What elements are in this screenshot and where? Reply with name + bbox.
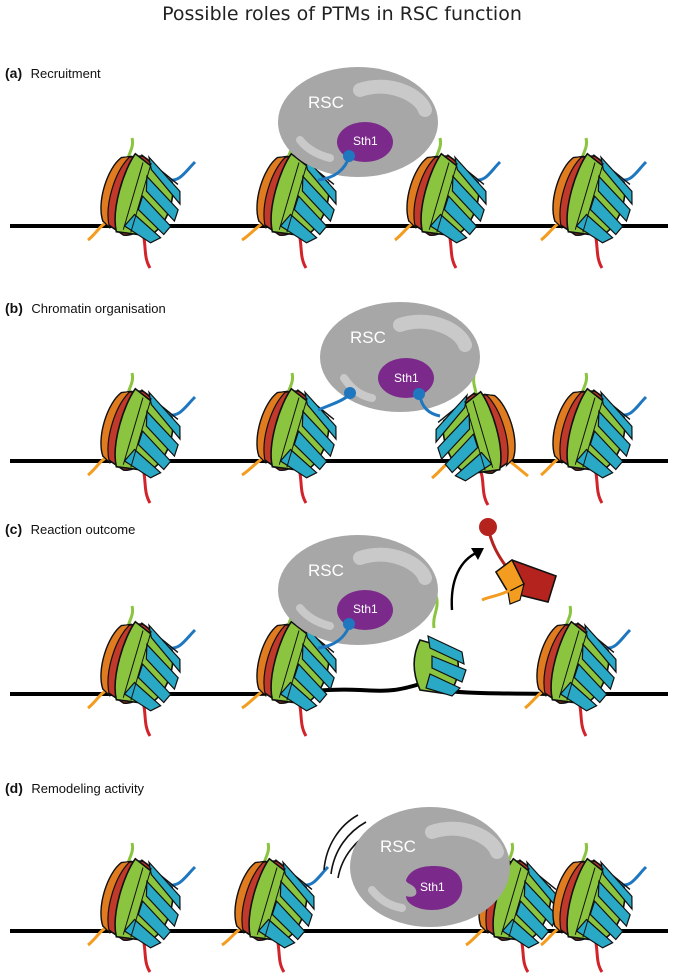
nucleosome-a3	[394, 137, 502, 269]
panel-d-heading: (d) Remodeling activity	[5, 780, 145, 797]
ejected-h2a-h2b-dimer	[479, 518, 557, 605]
nucleosome-c1	[87, 605, 197, 737]
ptm-mark	[479, 518, 497, 536]
rsc-complex-a: RSC Sth1	[278, 67, 438, 182]
panel-c: (c) Reaction outcome	[5, 518, 669, 737]
sth1-label-a: Sth1	[353, 134, 378, 148]
panel-c-heading: (c) Reaction outcome	[5, 521, 135, 538]
panel-d-letter: (d)	[5, 780, 23, 796]
ejection-arrow	[450, 550, 479, 611]
panel-a-letter: (a)	[5, 65, 22, 81]
nucleosome-d1	[87, 842, 197, 973]
panel-b-letter: (b)	[5, 300, 23, 316]
panel-d-label: Remodeling activity	[31, 781, 144, 796]
sth1-label-d: Sth1	[420, 880, 445, 894]
rsc-label-c: RSC	[308, 561, 344, 580]
rsc-label-d: RSC	[380, 837, 416, 856]
rsc-label-b: RSC	[350, 328, 386, 347]
panel-a: (a) Recruitment	[5, 65, 668, 269]
panel-b: (b) Chromatin organisation	[5, 300, 668, 506]
panel-d: (d) Remodeling activity	[5, 780, 668, 973]
rsc-label-a: RSC	[308, 93, 344, 112]
panel-b-heading: (b) Chromatin organisation	[5, 300, 166, 317]
rsc-complex-c: RSC Sth1	[278, 535, 438, 650]
rsc-complex-b: RSC Sth1	[317, 302, 480, 418]
nucleosome-d2	[221, 842, 330, 973]
nucleosome-d4	[540, 842, 648, 973]
nucleosome-b1	[87, 372, 197, 504]
panel-c-label: Reaction outcome	[31, 522, 136, 537]
hexasome-c3	[413, 595, 467, 697]
nucleosome-b2	[241, 372, 348, 504]
panel-b-label: Chromatin organisation	[31, 301, 165, 316]
panel-a-heading: (a) Recruitment	[5, 65, 101, 82]
sth1-subunit-d	[406, 866, 463, 910]
arrow-head	[471, 548, 484, 560]
panel-c-letter: (c)	[5, 521, 22, 537]
nucleosome-b4	[540, 372, 648, 504]
nucleosome-a4	[540, 137, 648, 269]
figure-title: Possible roles of PTMs in RSC function	[162, 3, 522, 25]
rsc-complex-d: RSC Sth1	[350, 807, 510, 927]
nucleosome-c4	[524, 605, 632, 737]
sth1-label-b: Sth1	[394, 371, 419, 385]
sth1-label-c: Sth1	[353, 602, 378, 616]
nucleosome-a1	[87, 137, 197, 269]
panel-a-label: Recruitment	[31, 66, 101, 81]
sth1-subunit-b	[378, 358, 434, 398]
